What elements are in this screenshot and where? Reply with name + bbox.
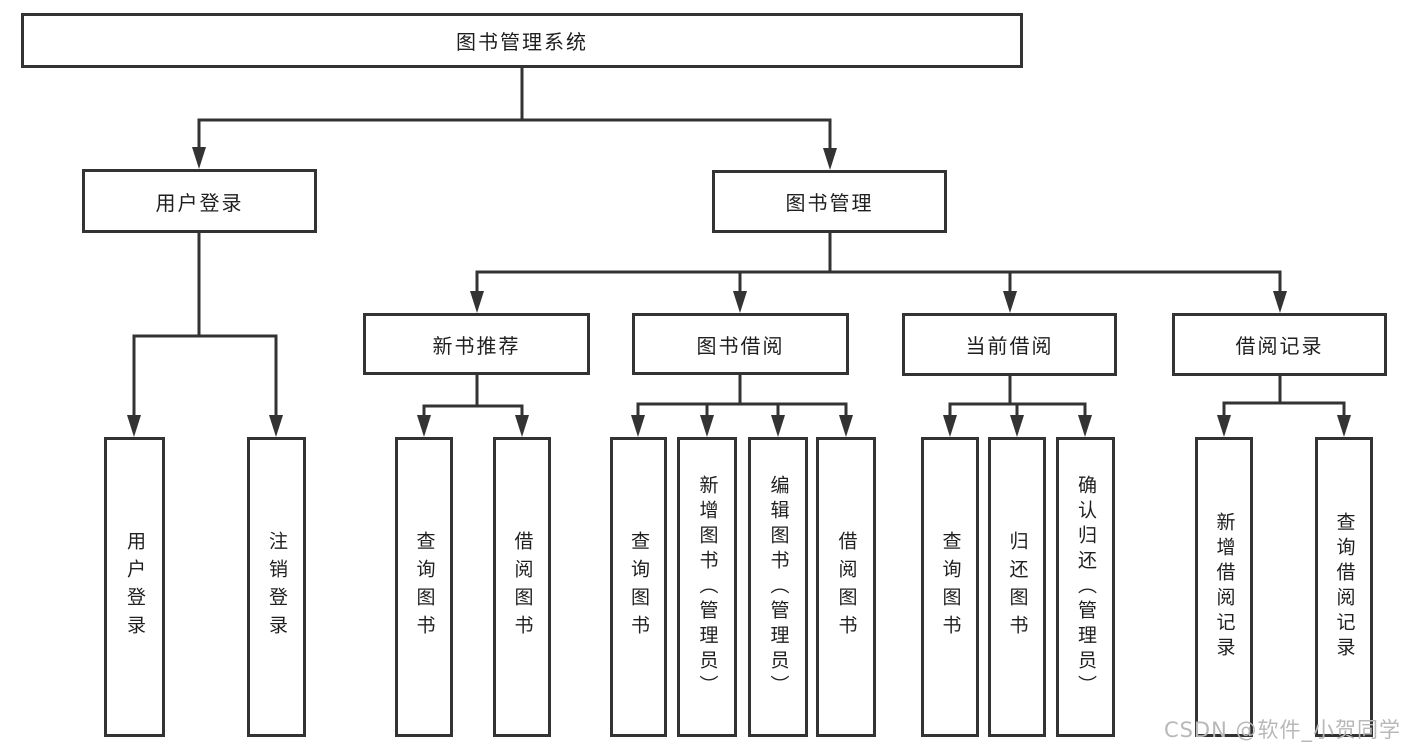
node-book-borrow: 图书借阅 (632, 313, 849, 375)
leaf-add-borrow-record: 新增借阅记录 (1195, 437, 1253, 737)
leaf-borrow-books-recommend: 借阅图书 (493, 437, 551, 737)
leaf-add-books-admin-label: 新增图书（管理员） (696, 474, 719, 700)
node-root-label: 图书管理系统 (456, 30, 588, 54)
leaf-add-books-admin: 新增图书（管理员） (677, 437, 737, 737)
arrowheads (127, 147, 1351, 437)
leaf-return-books-label: 归还图书 (1006, 531, 1029, 643)
node-borrow-record: 借阅记录 (1172, 313, 1387, 376)
leaf-edit-books-admin: 编辑图书（管理员） (748, 437, 808, 737)
leaf-query-books-current-label: 查询图书 (939, 531, 962, 643)
node-borrow-record-label: 借阅记录 (1235, 334, 1324, 358)
leaf-user-login: 用户登录 (104, 437, 165, 737)
leaf-query-books-borrow: 查询图书 (610, 437, 667, 737)
leaf-borrow-books: 借阅图书 (816, 437, 876, 737)
node-book-borrow-label: 图书借阅 (696, 333, 785, 358)
leaf-add-borrow-record-label: 新增借阅记录 (1213, 512, 1236, 662)
node-current-borrow-label: 当前借阅 (965, 334, 1054, 358)
node-book-management-label: 图书管理 (785, 191, 874, 215)
node-user-login: 用户登录 (82, 169, 317, 233)
node-new-book-recommend-label: 新书推荐 (432, 333, 521, 358)
node-current-borrow: 当前借阅 (902, 313, 1117, 376)
leaf-borrow-books-recommend-label: 借阅图书 (511, 531, 534, 643)
leaf-confirm-return-admin-label: 确认归还（管理员） (1075, 474, 1097, 700)
node-new-book-recommend: 新书推荐 (363, 313, 590, 375)
leaf-edit-books-admin-label: 编辑图书（管理员） (767, 474, 790, 700)
leaf-logout-label: 注销登录 (266, 531, 288, 643)
leaf-return-books: 归还图书 (988, 437, 1046, 737)
node-book-management: 图书管理 (712, 170, 947, 233)
leaf-borrow-books-label: 借阅图书 (835, 531, 858, 643)
leaf-query-books-borrow-label: 查询图书 (628, 531, 650, 643)
leaf-user-login-label: 用户登录 (124, 531, 146, 643)
leaf-query-borrow-record: 查询借阅记录 (1315, 437, 1373, 737)
leaf-query-books-current: 查询图书 (921, 437, 979, 737)
leaf-query-books-recommend: 查询图书 (395, 437, 453, 737)
leaf-query-books-recommend-label: 查询图书 (413, 531, 436, 643)
leaf-logout: 注销登录 (247, 437, 306, 737)
leaf-confirm-return-admin: 确认归还（管理员） (1056, 437, 1115, 737)
csdn-watermark: CSDN @软件_小贺同学 (1163, 718, 1401, 742)
node-root: 图书管理系统 (21, 13, 1023, 68)
node-user-login-label: 用户登录 (155, 190, 244, 215)
leaf-query-borrow-record-label: 查询借阅记录 (1333, 512, 1356, 662)
